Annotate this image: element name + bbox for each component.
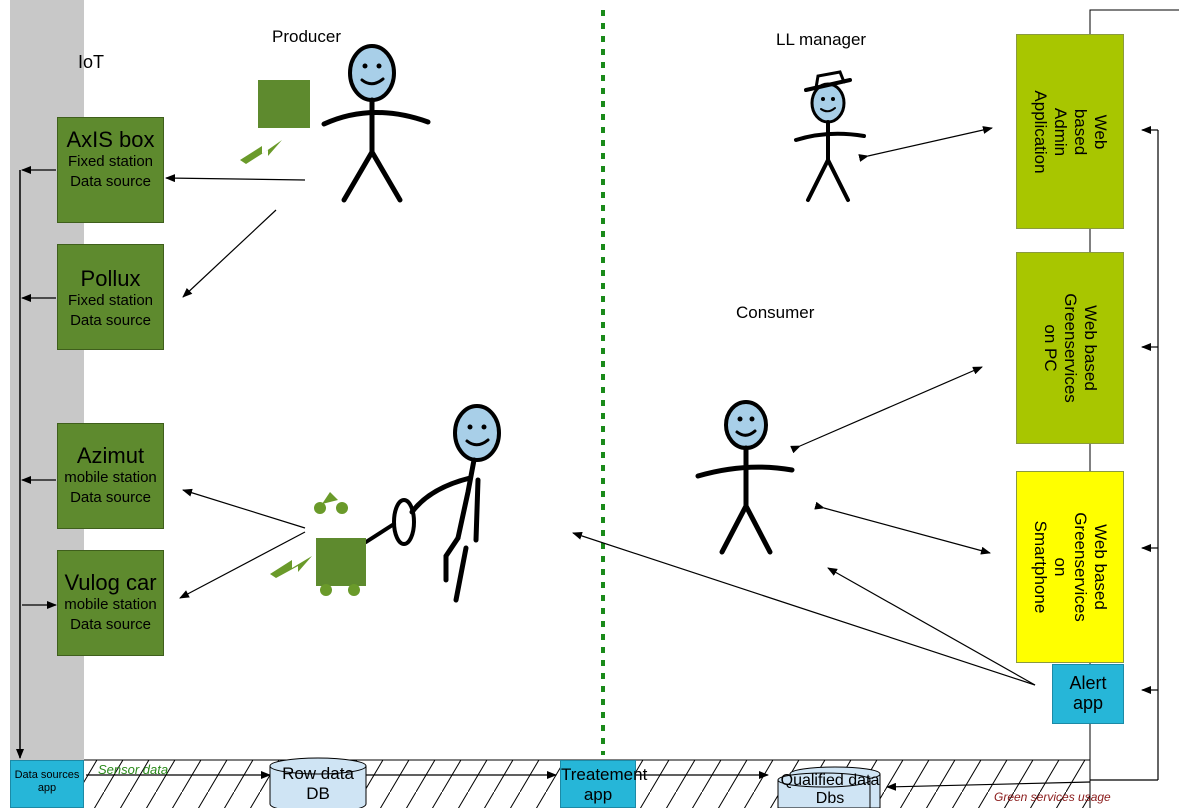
fixed-sensor-device <box>258 80 310 128</box>
station-pollux: Pollux Fixed station Data source <box>57 244 164 350</box>
alert-app-line1: Alert <box>1069 673 1107 693</box>
treatment-app-line2: app <box>583 785 613 804</box>
treatment-app-line1: Treatement <box>561 765 648 784</box>
row-data-db-label: Row data DB <box>270 764 366 804</box>
data-sources-app-line2: app <box>37 782 57 794</box>
producer-figure <box>321 44 431 203</box>
ll-manager-figure <box>794 70 866 202</box>
station-role: Data source <box>70 312 151 329</box>
station-title: AxIS box <box>66 127 155 152</box>
station-type: Fixed station <box>67 153 154 170</box>
ll-manager-label: LL manager <box>776 30 867 49</box>
consumer-figure <box>695 400 795 555</box>
station-vulog-car: Vulog car mobile station Data source <box>57 550 164 656</box>
sensor-data-label: Sensor data <box>98 762 169 777</box>
station-type: Fixed station <box>67 292 154 309</box>
qualified-data-db-shape <box>777 766 881 808</box>
web-greenservices-smartphone: Web based Greenservices on Smartphone <box>1016 471 1124 663</box>
iot-label: IoT <box>78 52 105 72</box>
qualified-data-line2: Dbs <box>815 790 845 807</box>
station-title: Azimut <box>76 443 145 468</box>
station-azimut: Azimut mobile station Data source <box>57 423 164 529</box>
mobile-signal-icon <box>270 556 312 578</box>
mobile-sensor-device <box>316 538 366 586</box>
station-title: Vulog car <box>64 570 157 595</box>
producer-label: Producer <box>272 27 341 46</box>
treatment-app-box: Treatement app <box>560 760 648 808</box>
station-role: Data source <box>70 173 151 190</box>
row-data-db-line1: Row data <box>282 764 354 783</box>
station-role: Data source <box>70 489 151 506</box>
web-admin-app-label: Web based Admin Application <box>1031 89 1110 174</box>
station-type: mobile station <box>64 469 157 486</box>
web-greenservices-pc: Web based Greenservices on PC <box>1016 252 1124 444</box>
bike-icon <box>314 502 326 514</box>
qualified-data-line1: Qualified data <box>780 772 880 789</box>
web-greenservices-pc-label: Web based Greenservices on PC <box>1041 293 1100 403</box>
data-sources-app-box: Data sources app <box>10 760 84 808</box>
alert-app-box: Alert app <box>1052 664 1124 724</box>
mobile-producer-figure <box>364 404 501 603</box>
qualified-data-label: Qualified data Dbs <box>770 772 890 808</box>
web-admin-app: Web based Admin Application <box>1016 34 1124 229</box>
station-role: Data source <box>70 616 151 633</box>
station-axis-box: AxIS box Fixed station Data source <box>57 117 164 223</box>
green-services-usage-label: Green services usage <box>994 790 1111 804</box>
station-type: mobile station <box>64 596 157 613</box>
row-data-db-shape <box>269 757 367 808</box>
data-sources-app-line1: Data sources <box>14 769 80 781</box>
web-greenservices-smartphone-label: Web based Greenservices on Smartphone <box>1031 512 1110 622</box>
row-data-db-line2: DB <box>306 784 330 803</box>
signal-icon <box>240 140 282 164</box>
station-title: Pollux <box>80 266 141 291</box>
alert-app-line2: app <box>1072 693 1104 713</box>
consumer-label: Consumer <box>736 303 815 322</box>
